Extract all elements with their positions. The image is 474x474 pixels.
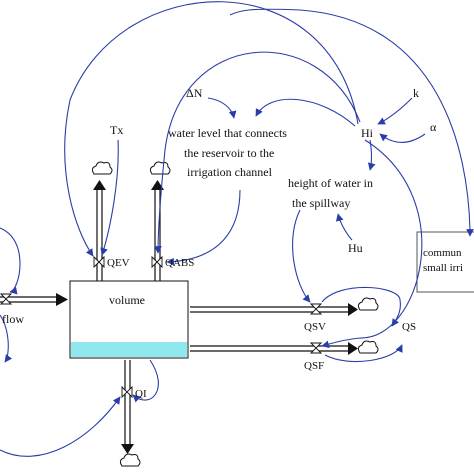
valve-icon [309,342,323,354]
cloud-icon [119,453,141,467]
hu-label: Hu [348,241,363,255]
flow-inflow-label: flow [2,312,24,326]
cloud-icon [91,161,113,175]
valve-icon [0,293,13,305]
spillway-label-line1: height of water in [288,176,373,190]
k-label: k [413,86,419,100]
flow-qabs-label: QABS [165,257,194,269]
hi-label: Hi [361,126,374,140]
flow-qs-label: QS [402,321,416,333]
tx-label: Tx [110,123,123,137]
cloud-icon [149,161,171,175]
water-level-label-line2: the reservoir to the [184,146,274,160]
community-label-line1: commun [423,247,462,259]
valve-icon [309,303,323,315]
valve-icon [93,255,105,269]
valve-icon [121,385,133,399]
stock-volume[interactable]: volume [69,280,189,359]
water-level-label-line1: water level that connects [168,126,287,140]
flow-pipe-qi [121,360,134,454]
flow-qsf-label: QSF [304,360,324,372]
flow-qi-label: QI [135,388,147,400]
flow-pipe-qsv [190,303,358,316]
flow-qev-label: QEV [107,257,130,269]
valve-icon [151,255,163,269]
flow-pipe-inflow [0,293,68,306]
community-label-line2: small irri [423,262,463,274]
flow-pipe-qsf [190,342,358,355]
cloud-icon [357,340,379,354]
community-box[interactable]: commun small irri [416,231,474,293]
spillway-label-line2: the spillway [292,196,350,210]
alpha-label: α [430,120,437,134]
stock-volume-label: volume [109,293,145,307]
cloud-icon [357,297,379,311]
causal-links [0,1,474,457]
flow-qsv-label: QSV [304,321,326,333]
water-level-label-line3: irrigation channel [187,165,273,179]
delta-n-label: ΔN [186,86,203,100]
